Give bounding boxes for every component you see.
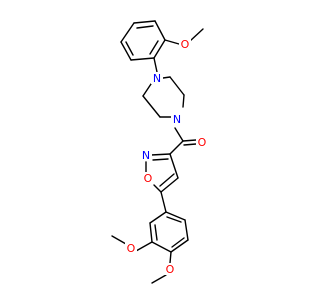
- bond: [164, 39, 180, 45]
- bond: [149, 222, 153, 243]
- atom-label-n-piperazine-bottom: N: [173, 113, 181, 126]
- bond: [171, 237, 185, 248]
- bond: [135, 241, 153, 252]
- atom-label-o-methoxy-top: O: [181, 38, 190, 51]
- bond: [183, 143, 197, 146]
- bond-lines: [111, 20, 204, 284]
- bond: [182, 94, 185, 108]
- bond: [162, 76, 171, 79]
- bond: [150, 153, 171, 156]
- bond: [182, 139, 197, 142]
- atom-label-n-isoxazole: N: [142, 149, 150, 162]
- bond: [169, 140, 184, 155]
- bond: [111, 235, 127, 245]
- bond: [125, 41, 134, 56]
- bond: [189, 28, 204, 42]
- bond: [152, 158, 169, 161]
- atom-label-o-methoxy-4: O: [166, 263, 175, 276]
- atom-label-o-isoxazole: O: [144, 172, 153, 185]
- atom-label-o-carbonyl: O: [198, 136, 207, 149]
- bond: [154, 224, 158, 241]
- bond: [159, 173, 175, 187]
- atom-label-n-piperazine-top: N: [153, 72, 161, 85]
- bond: [160, 191, 167, 213]
- bond: [169, 153, 179, 179]
- bond: [120, 41, 132, 61]
- atom-labels: O N N O N O O O: [125, 38, 208, 276]
- bond: [165, 211, 186, 221]
- bond: [136, 25, 154, 29]
- bond: [153, 184, 162, 193]
- bond: [149, 40, 159, 55]
- bond: [120, 22, 135, 43]
- bond: [142, 95, 161, 118]
- bond: [151, 274, 167, 284]
- bond: [169, 251, 172, 264]
- bond: [184, 219, 189, 241]
- bond: [142, 83, 152, 97]
- bond: [151, 241, 172, 253]
- bond: [174, 127, 184, 142]
- bond: [154, 20, 166, 41]
- structure-drawing: O N N O N O O O: [111, 20, 208, 284]
- bond: [170, 239, 189, 253]
- atom-label-o-methoxy-3: O: [127, 242, 136, 255]
- bond: [130, 57, 155, 61]
- bond: [160, 177, 179, 193]
- bond: [153, 39, 166, 59]
- bond: [133, 20, 156, 24]
- bond: [153, 57, 158, 73]
- bond: [166, 216, 182, 223]
- bond: [169, 76, 185, 96]
- molecule-diagram: O N N O N O O O: [111, 20, 208, 284]
- bond: [149, 211, 167, 224]
